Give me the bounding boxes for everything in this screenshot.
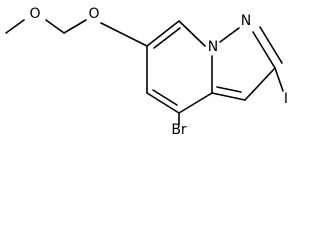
bond-c4-c5-double	[152, 89, 178, 106]
bond-c3-i	[274, 67, 284, 92]
bond-ch2-o	[63, 19, 87, 34]
bond-c6-c7-double	[153, 27, 181, 49]
bond-c3b-c3a	[211, 92, 246, 101]
atom-bromine: Br	[171, 122, 187, 137]
atom-label-layer: O O N N Br I	[29, 6, 288, 137]
bond-n2-c3	[252, 31, 276, 69]
bond-n1-n2	[219, 27, 240, 43]
bond-c3-c3b	[244, 67, 276, 101]
structure-drawing: O O N N Br I	[5, 6, 288, 137]
atom-methoxy-oxygen: O	[29, 6, 40, 22]
bond-c6-c7	[146, 20, 180, 47]
atom-iodine: I	[284, 91, 288, 107]
bond-c7-n1	[178, 20, 206, 47]
bond-n2-c3-double	[259, 26, 283, 64]
atom-pyrazole-nitrogen: N	[241, 13, 251, 29]
bond-methyl-o	[5, 19, 25, 34]
bond-layer	[5, 19, 284, 125]
atom-bridgehead-nitrogen: N	[208, 39, 218, 55]
bond-o-ring	[100, 22, 148, 47]
bond-c3b-c3a-double	[216, 86, 242, 93]
bond-o-ch2	[45, 19, 65, 34]
bond-c3a-c4	[178, 92, 213, 114]
bond-c4-c5	[146, 92, 180, 114]
atom-ring-ether-oxygen: O	[88, 6, 99, 22]
